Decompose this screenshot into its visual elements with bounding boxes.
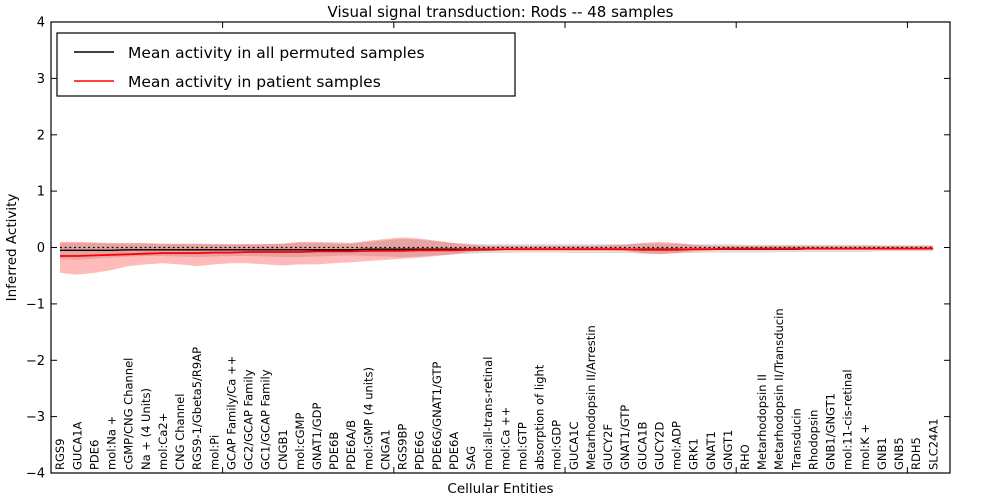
entity-label: SAG: [464, 446, 478, 470]
y-tick-label: 4: [37, 16, 45, 31]
entity-label: GC1/GCAP Family: [259, 369, 273, 470]
entity-label: Transducin: [789, 408, 803, 471]
legend-label-patient: Mean activity in patient samples: [128, 73, 381, 91]
lines-group: [60, 246, 934, 257]
entity-label: PDE6G: [413, 431, 427, 470]
entity-label: GNAT1/GDP: [310, 403, 324, 470]
entity-label: mol:Na +: [105, 416, 119, 470]
y-tick-label: 1: [37, 185, 45, 200]
entity-label: GNB1/GNGT1: [824, 393, 838, 470]
ticks-group: 4 3 2 1 0 −1 −2 −3 −4: [26, 16, 950, 482]
entity-label: SLC24A1: [926, 418, 940, 470]
entity-label: Metarhodopsin II: [755, 374, 769, 470]
y-tick-label: −2: [26, 354, 45, 369]
entity-label: PDE6: [87, 440, 101, 470]
entity-label: GUCA1C: [567, 421, 581, 470]
chart-title: Visual signal transduction: Rods -- 48 s…: [328, 3, 674, 21]
entity-label: RHO: [738, 444, 752, 470]
entity-label: GC2/GCAP Family: [242, 369, 256, 470]
entity-label: GNGT1: [721, 430, 735, 470]
legend: Mean activity in all permuted samples Me…: [56, 32, 516, 97]
entity-label: mol:11-cis-retinal: [841, 369, 855, 470]
entity-label: GUCA1A: [70, 421, 84, 470]
entity-label: GNB1: [875, 437, 889, 470]
y-axis-label: Inferred Activity: [4, 194, 20, 302]
entity-label: mol:K +: [858, 424, 872, 470]
entity-label: GUCY2D: [652, 422, 666, 470]
entity-label: GNAT1/GTP: [618, 405, 632, 470]
x-axis-label: Cellular Entities: [447, 481, 553, 497]
y-tick-label: −3: [26, 410, 45, 425]
y-tick-label: −1: [26, 297, 45, 312]
entity-label: mol:GDP: [550, 420, 564, 470]
entity-label: mol:ADP: [670, 421, 684, 470]
entity-label: cGMP/CNG Channel: [122, 358, 136, 470]
entity-label: mol:Ca2+: [156, 413, 170, 470]
y-tick-label: 0: [37, 241, 45, 256]
entity-label: GRK1: [687, 438, 701, 470]
entity-label: mol:all-trans-retinal: [481, 357, 495, 470]
legend-label-permuted: Mean activity in all permuted samples: [128, 44, 425, 62]
entity-label: CNG Channel: [173, 394, 187, 470]
entity-label: PDE6A/B: [344, 420, 358, 470]
entity-label: Metarhodopsin II/Arrestin: [584, 325, 598, 470]
entity-label: PDE6A: [447, 432, 461, 470]
entity-label: mol:cGMP: [293, 413, 307, 470]
entity-label: Metarhodopsin II/Transducin: [772, 308, 786, 470]
entity-label: GNAT1: [704, 431, 718, 470]
entity-label: Rhodopsin: [807, 410, 821, 470]
y-tick-label: −4: [26, 467, 45, 482]
entity-label: mol:GTP: [515, 422, 529, 470]
legend-box: [56, 32, 516, 97]
entity-label: mol:Ca ++: [498, 407, 512, 470]
band-patient-spread: [60, 237, 934, 275]
entity-label: GUCY2F: [601, 424, 615, 470]
entity-label: Na + (4 Units): [139, 388, 153, 470]
entity-label: PDE6B: [327, 432, 341, 470]
entity-label: RDH5: [909, 437, 923, 470]
plot-area-border: [50, 21, 951, 474]
line-patient-mean: [60, 247, 934, 257]
y-tick-label: 3: [37, 72, 45, 87]
entity-label: mol:Pi: [207, 435, 221, 470]
entity-label: GCAP Family/Ca ++: [224, 356, 238, 470]
entity-label: CNGA1: [379, 429, 393, 470]
entity-label: RGS9-1/Gbeta5/R9AP: [190, 347, 204, 470]
entity-label: RGS9: [53, 438, 67, 470]
entity-label: GUCA1B: [635, 421, 649, 470]
entity-label: mol:GMP (4 units): [361, 367, 375, 470]
y-tick-label: 2: [37, 128, 45, 143]
entity-label: CNGB1: [276, 429, 290, 470]
entity-label: RGS9BP: [396, 424, 410, 470]
entity-label: PDE6G/GNAT1/GTP: [430, 362, 444, 470]
entity-label: absorption of light: [533, 364, 547, 470]
entity-label: GNB5: [892, 437, 906, 470]
